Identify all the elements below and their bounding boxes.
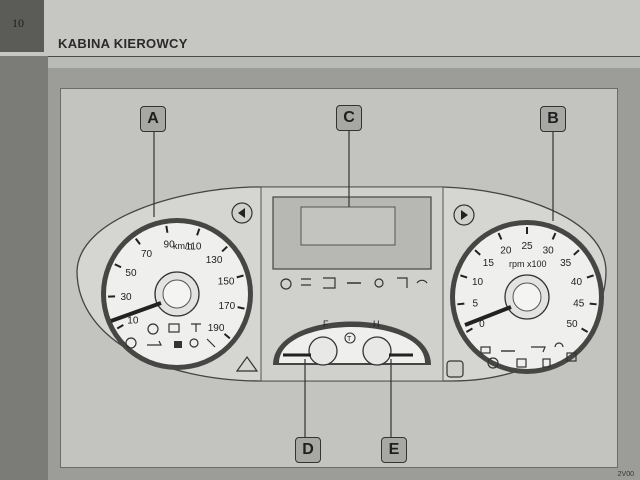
page-corner-tab [0, 0, 44, 52]
speedometer-tick [134, 238, 141, 245]
speedometer-tick-label: 10 [127, 316, 139, 327]
tachometer-tick-label: 5 [473, 298, 479, 309]
center-indicator-icon [344, 332, 356, 344]
tachometer-tick-label: 45 [573, 298, 585, 309]
speedometer-tick-label: 170 [219, 301, 236, 312]
tachometer-unit: rpm x100 [509, 259, 547, 269]
tachometer-tick [573, 249, 580, 256]
trailer-icon [566, 352, 577, 362]
preheat-icon [554, 342, 564, 348]
glow-plug-icon [416, 279, 428, 284]
battery-icon [168, 323, 180, 333]
speedometer-tick-label: 30 [120, 292, 132, 303]
tachometer-tick [465, 327, 473, 333]
speedometer-hub-inner [162, 279, 192, 309]
callout-c: C [336, 105, 362, 131]
fuel-warning-icon [280, 278, 292, 290]
tachometer-tick-label: 20 [500, 245, 512, 256]
seatbelt-icon [206, 338, 216, 348]
abs-icon [125, 337, 137, 349]
speedometer-tick [196, 228, 201, 236]
high-beam-icon [323, 277, 336, 289]
right-arrow-icon [461, 210, 468, 220]
center-gauge-label: T [347, 336, 352, 343]
warning-light-row [280, 277, 428, 290]
tachometer-tick-label: 25 [521, 241, 533, 252]
oil-pressure-icon [147, 340, 162, 346]
tachometer-tick-label: 10 [472, 277, 484, 288]
speedometer-tick-label: 190 [208, 323, 225, 334]
tachometer-tick [460, 274, 468, 279]
tachometer-tick [581, 327, 589, 333]
fuel-filter-icon [174, 341, 182, 348]
light-button-icon [446, 360, 464, 378]
fuel-full-label: F [323, 319, 329, 329]
page-number: 10 [12, 16, 24, 30]
fuel-gauge-hub [308, 336, 338, 366]
lcd-screen [300, 206, 396, 246]
speedometer: 10 30 50 70 90 110 130 150 170 190 km/h [101, 218, 253, 370]
tachometer: 05 10 15 20 25 30 35 40 45 50 rpm x100 [450, 220, 604, 374]
tachometer-tick-label: 35 [560, 258, 572, 269]
speedometer-tick [116, 324, 124, 330]
callout-d: D [295, 437, 321, 463]
tachometer-hub-inner [512, 282, 542, 312]
tachometer-tick [589, 302, 597, 306]
speedometer-tick-label: 130 [206, 255, 223, 266]
figure-code: 2V00 [617, 471, 634, 478]
callout-e: E [381, 437, 407, 463]
water-in-fuel-icon [542, 358, 551, 368]
speedometer-tick [223, 333, 231, 340]
tachometer-tick-label: 30 [543, 245, 555, 256]
speedometer-needle [110, 301, 162, 323]
speedometer-tick [236, 274, 244, 279]
tachometer-tick-label: 0 [479, 319, 485, 330]
callout-b: B [540, 106, 566, 132]
temp-gauge-hub [362, 336, 392, 366]
speedometer-tick [221, 245, 228, 253]
header-rule [46, 56, 640, 57]
engine-check-icon [480, 346, 491, 354]
speedometer-tick [165, 225, 169, 233]
tachometer-tick [474, 249, 481, 256]
rear-fog-icon [397, 277, 408, 288]
callout-a: A [140, 106, 166, 132]
tachometer-tick-label: 40 [571, 277, 583, 288]
tachometer-tick [497, 232, 503, 240]
speedometer-tick-label: 90 [164, 240, 176, 251]
sun-light-icon [374, 278, 384, 288]
airbag-icon [189, 338, 199, 348]
brake-warning-icon [147, 323, 159, 335]
tachometer-tick [586, 274, 594, 279]
hazard-triangle-icon [235, 355, 259, 372]
tachometer-needle [464, 305, 512, 327]
speedometer-tick-label: 150 [218, 276, 235, 287]
service-icon [487, 357, 499, 369]
speedometer-tick-label: 50 [125, 268, 137, 279]
alternator-icon [516, 358, 527, 368]
tachometer-tick-label: 15 [483, 258, 495, 269]
temp-hot-label: H [373, 319, 380, 329]
tachometer-tick [551, 232, 557, 240]
left-margin-band [0, 56, 48, 480]
speedometer-tick [114, 263, 122, 269]
oil-icon [531, 346, 546, 353]
speedometer-tick-label: 70 [141, 249, 153, 260]
speedometer-tick [237, 306, 245, 310]
left-arrow-icon [238, 208, 245, 218]
tachometer-tick-label: 50 [566, 319, 578, 330]
coolant-icon [191, 323, 201, 332]
fog-light-icon [301, 278, 311, 286]
tachometer-tick [457, 302, 465, 306]
section-title: KABINA KIEROWCY [58, 36, 188, 51]
speedometer-tick-label: 110 [186, 242, 202, 253]
speedometer-unit: km/h [173, 241, 193, 251]
page-header-band [0, 0, 640, 56]
